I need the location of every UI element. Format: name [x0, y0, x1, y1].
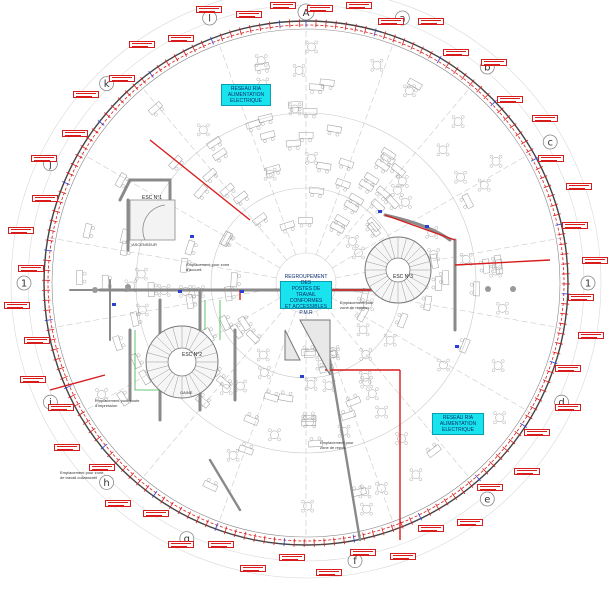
- room-tag: [208, 541, 234, 548]
- room-tag: [3, 302, 30, 310]
- svg-text:1: 1: [585, 279, 591, 290]
- stair-label-3: ESC N°3: [393, 274, 414, 280]
- annotation-left-2: d'accueil: [186, 267, 202, 272]
- room-tag: [513, 467, 540, 475]
- annotation-bottom-1: Emplacement pour zone: [60, 470, 104, 475]
- room-tag: [457, 518, 484, 526]
- room-tag: [567, 293, 594, 301]
- svg-text:b: b: [484, 63, 490, 74]
- central-core: [284, 319, 331, 376]
- room-tag: [7, 226, 34, 234]
- annotation-left-3: Emplacement pour poste: [95, 398, 140, 403]
- room-tag: [481, 59, 508, 66]
- room-tag: [345, 2, 372, 9]
- green-lines: [134, 300, 221, 391]
- room-tag: [196, 6, 223, 14]
- room-tag: [554, 364, 581, 372]
- room-tag: [417, 524, 444, 532]
- room-tag: [240, 564, 267, 572]
- red-partitions: [49, 139, 551, 540]
- room-tag: [168, 541, 195, 549]
- grid-bubble: l: [202, 10, 218, 26]
- annotation-right-2: zone de réunion: [340, 305, 369, 310]
- svg-text:c: c: [547, 138, 553, 149]
- room-tag: [54, 443, 80, 451]
- room-tag: [104, 500, 131, 507]
- blue-markers: [112, 210, 459, 378]
- svg-text:l: l: [208, 14, 211, 25]
- annotation-bottom-2: de travail collaboratif: [60, 475, 97, 480]
- room-tag: [417, 17, 444, 25]
- annotation-center-2: zone de repos: [320, 445, 346, 450]
- staircase-3: [364, 236, 432, 304]
- svg-text:d: d: [558, 398, 564, 409]
- grid-bubble: 1: [580, 275, 596, 291]
- stair-label-1: ESC N°1: [142, 195, 163, 201]
- room-tag: [24, 336, 50, 344]
- staircase-2: [145, 325, 219, 399]
- room-tag: [350, 548, 377, 556]
- room-tag: [477, 483, 503, 491]
- room-tag: [72, 91, 99, 99]
- room-tag: [307, 4, 334, 12]
- elevator-label: ASCENSEUR: [132, 242, 157, 247]
- room-tag: [31, 194, 58, 202]
- room-tag: [562, 222, 588, 230]
- room-tag: [62, 129, 89, 137]
- svg-text:f: f: [353, 556, 357, 567]
- room-tag: [88, 463, 115, 471]
- grid-bubble: h: [99, 474, 114, 490]
- annotation-left-1: Emplacement pour zone: [186, 262, 230, 267]
- room-tag: [538, 154, 564, 162]
- staircase-1: [129, 199, 176, 241]
- room-tag: [497, 95, 524, 103]
- room-tag: [389, 552, 416, 560]
- shaft-label: GAINE: [180, 390, 193, 395]
- room-tag: [19, 376, 46, 384]
- room-tag: [128, 40, 155, 48]
- room-tag: [554, 404, 581, 412]
- room-tag: [278, 554, 305, 562]
- room-tag: [270, 2, 297, 9]
- svg-text:1: 1: [21, 279, 27, 290]
- grid-bubble: c: [542, 134, 558, 150]
- room-tag: [168, 34, 195, 42]
- grid-bubble: 1: [16, 275, 32, 291]
- svg-text:h: h: [103, 478, 109, 489]
- svg-text:i: i: [49, 398, 52, 409]
- room-tag: [523, 429, 550, 437]
- room-tag: [578, 332, 605, 340]
- room-tag: [31, 154, 58, 162]
- grid-bubble: f: [347, 553, 363, 569]
- svg-text:k: k: [104, 79, 110, 90]
- annotation-right-1: Emplacement pour: [340, 300, 374, 305]
- room-tag: [48, 404, 74, 412]
- room-tag: [532, 115, 558, 123]
- annotation-left-4: d'impression: [95, 403, 118, 408]
- room-tag: [315, 568, 342, 576]
- svg-text:j: j: [48, 159, 52, 170]
- room-tag: [378, 18, 404, 25]
- svg-text:A: A: [303, 8, 310, 19]
- room-tag: [235, 10, 262, 18]
- svg-text:g: g: [184, 534, 190, 545]
- svg-text:e: e: [484, 495, 490, 506]
- room-tag: [566, 182, 593, 190]
- room-tag: [143, 510, 170, 518]
- room-tag: [442, 48, 469, 56]
- furniture: [76, 40, 509, 516]
- stair-label-2: ESC N°2: [182, 352, 203, 358]
- room-tag: [18, 265, 45, 273]
- room-tag: [582, 256, 609, 264]
- room-tag: [109, 75, 135, 83]
- annotation-center-1: Emplacement pour: [320, 440, 354, 445]
- facade-ticks: [42, 19, 570, 547]
- interior-walls: [69, 178, 457, 542]
- grid-bubble: e: [479, 491, 495, 507]
